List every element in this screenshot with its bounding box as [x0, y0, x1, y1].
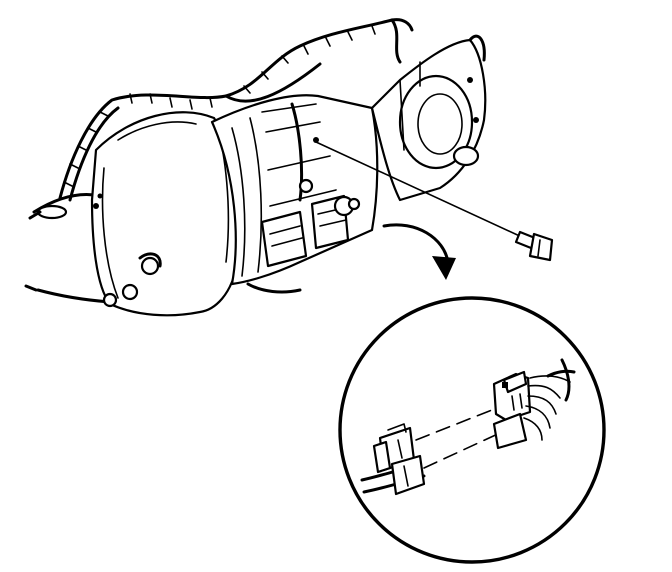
alignment-lines: [415, 405, 503, 469]
output-yoke: [452, 145, 480, 167]
bolt-leader-line: [315, 141, 525, 239]
shaft-end: [36, 204, 68, 220]
transmission-case: [210, 94, 379, 294]
case-bolt: [298, 178, 314, 194]
detail-magnifier: [338, 296, 606, 564]
valve-body: [260, 210, 308, 268]
callout-arrow: [382, 223, 456, 280]
arrowhead: [432, 256, 456, 280]
torque-converter-housing: [90, 111, 241, 317]
connector-half-right: [492, 358, 576, 450]
wiring-harness: [58, 18, 414, 202]
bolt-boss: [102, 292, 118, 308]
extension-housing: [370, 34, 487, 202]
connector-half-left: [360, 423, 426, 496]
bolt-head: [528, 232, 554, 262]
bolt-boss: [140, 256, 160, 276]
rear-flange: [398, 74, 474, 170]
magnifier-border: [338, 296, 606, 564]
transmission-assembly: [24, 18, 487, 317]
bolt-boss: [121, 283, 139, 301]
mounting-bolt: [315, 141, 554, 262]
